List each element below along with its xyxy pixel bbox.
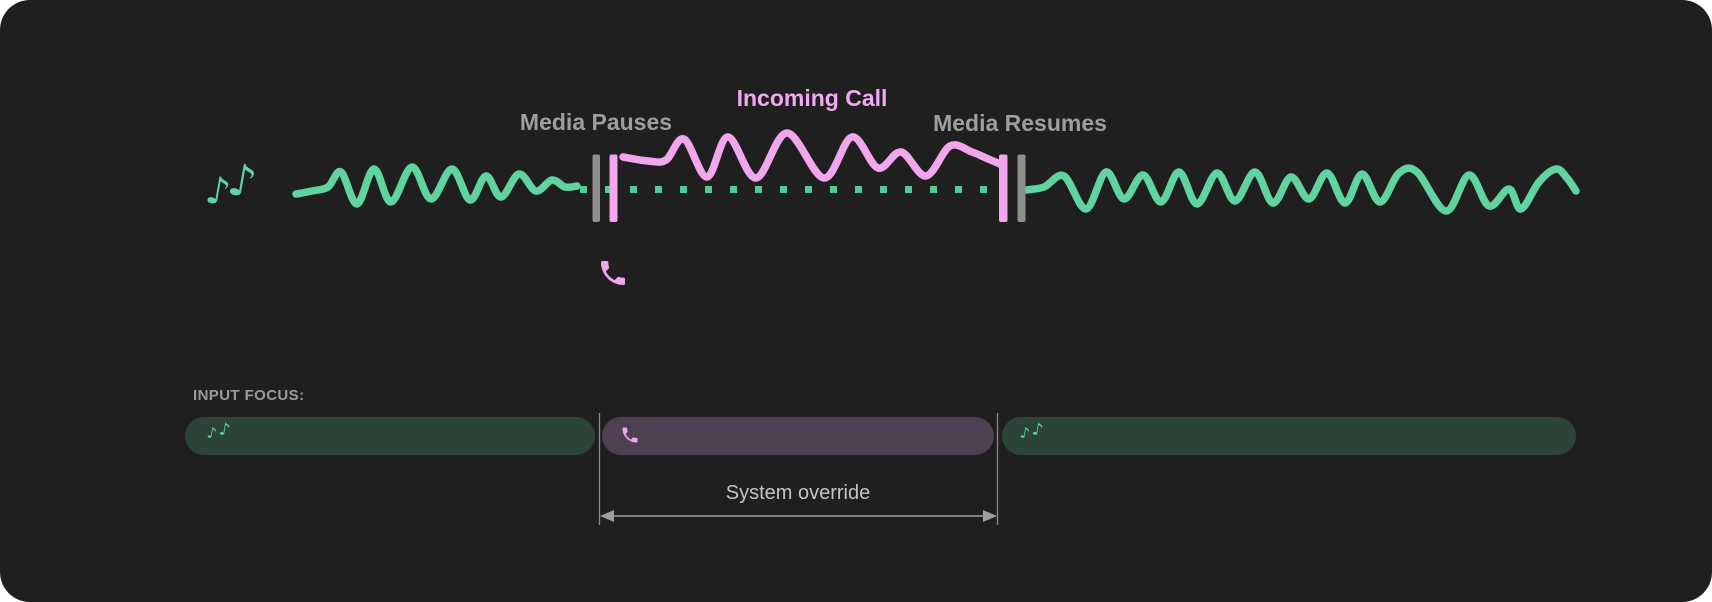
system-override-label: System override [725,482,871,504]
incoming-call-label: Incoming Call [736,85,888,111]
music-notes-icon: ♪ ♪ [202,154,260,215]
pause-marker-pink-bar [609,154,618,222]
music-notes-icon: ♪ ♪ [206,419,232,442]
focus-bar-media-before [185,417,595,455]
music-notes-icon: ♪ ♪ [1019,419,1045,442]
phone-icon [601,261,625,285]
arrowhead-left-icon [600,510,614,522]
resume-marker-gray-bar [1017,154,1026,222]
media-waveform-before [292,163,581,208]
call-waveform [619,129,1004,182]
arrowhead-right-icon [983,510,997,522]
music-note-glyph: ♪ [1030,419,1045,441]
music-note-glyph: ♪ [217,419,232,441]
pause-marker-gray-bar [592,154,600,222]
focus-bar-media-after [1002,417,1576,455]
resume-marker-pink-bar [999,154,1008,222]
focus-bar-call [602,417,994,455]
input-focus-heading: INPUT FOCUS: [193,387,305,404]
phone-icon [622,427,638,443]
music-note-glyph: ♪ [224,153,261,210]
media-pauses-label: Media Pauses [519,109,673,135]
media-resumes-label: Media Resumes [933,110,1107,136]
media-waveform-after [1022,164,1580,215]
